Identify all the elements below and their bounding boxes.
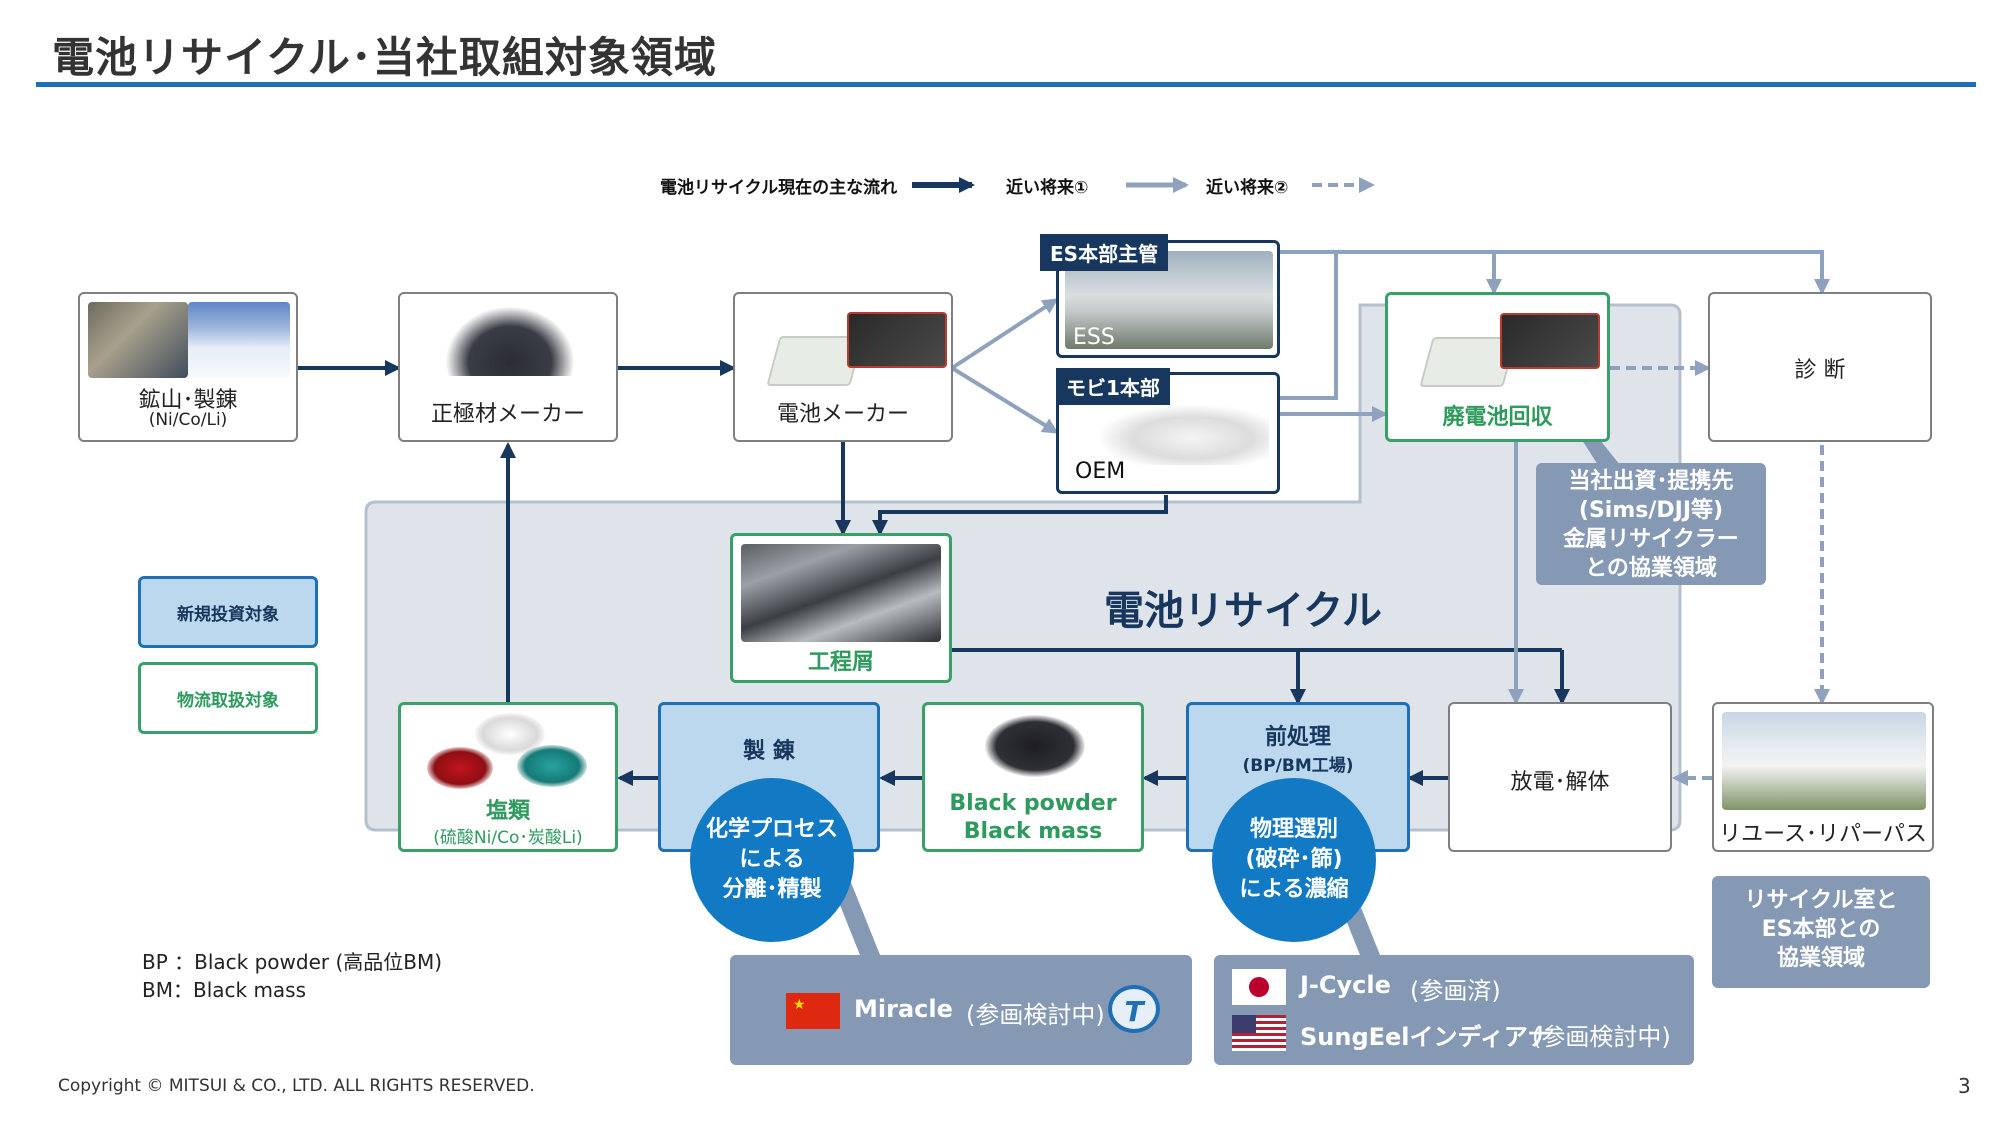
cathode-label: 正極材メーカー [430,402,585,427]
chem-process-circle: 化学プロセス による 分離･精製 [690,778,854,942]
pretreatment-label: 前処理 [1264,725,1331,750]
arrow-battery-oem [950,366,1059,434]
partner-note: 当社出資･提携先 (Sims/DJJ等) 金属リサイクラー との協業領域 [1536,463,1766,585]
node-discharge: 放電･解体 [1448,702,1672,852]
title-rule [36,82,1976,87]
china-flag-icon: ★ [786,993,840,1029]
reuse-image [1722,712,1926,810]
partner-note-line3: 金属リサイクラー [1563,527,1739,552]
arrow-ess-down [1280,250,1338,400]
car-image [1099,405,1269,465]
node-cathode-maker: 正極材メーカー [398,292,618,442]
japan-flag-icon [1232,969,1286,1005]
black-mass-label: Black mass [963,819,1103,844]
discharge-label: 放電･解体 [1510,770,1610,795]
black-mass-image [985,715,1085,777]
partner-note-line2: (Sims/DJJ等) [1578,498,1724,523]
chem-line2: による [739,847,805,872]
node-mining: 鉱山･製錬 (Ni/Co/Li) [78,292,298,442]
copyright: Copyright © MITSUI & CO., LTD. ALL RIGHT… [58,1076,535,1096]
diagnosis-label: 診 断 [1794,358,1846,383]
mining-sub: (Ni/Co/Li) [148,410,228,430]
oem-tag: モビ1本部 [1056,368,1170,405]
jcycle-name: J-Cycle [1300,971,1391,999]
recycle-room-line1: リサイクル室と [1744,888,1898,913]
legend-current-label: 電池リサイクル現在の主な流れ [660,178,898,198]
arrow-ess-top [1280,250,1830,295]
module-image [847,312,947,368]
ess-label: ESS [1073,325,1115,350]
black-powder-label: Black powder [949,791,1117,816]
recycle-room-note: リサイクル室と ES本部との 協業領域 [1712,876,1930,988]
red-salt-image [427,747,493,789]
miracle-name: Miracle [854,995,953,1023]
phys-line1: 物理選別 [1249,817,1338,842]
miracle-logo-icon: T [1108,985,1160,1033]
salts-sub: (硫酸Ni/Co･炭酸Li) [433,828,583,848]
partner-note-line1: 当社出資･提携先 [1568,469,1734,494]
ess-tag: ES本部主管 [1040,234,1169,271]
oem-label: OEM [1075,459,1126,484]
partner-callout-right: J-Cycle (参画済) SungEelインディアナ (参画検討中) [1214,955,1694,1065]
node-reuse: リユース･リパーパス [1712,702,1934,852]
phys-process-circle: 物理選別 (破砕･篩) による濃縮 [1212,778,1376,942]
scrap-label: 工程屑 [807,650,874,675]
sungeel-name: SungEelインディアナ [1300,1023,1552,1051]
mine-image [88,302,188,378]
powder-image [445,306,575,376]
sungeel-status: (参画検討中) [1532,1023,1671,1051]
node-black-mass: Black powder Black mass [922,702,1144,852]
partner-note-pointer [1582,440,1620,465]
page-number: 3 [1958,1074,1971,1098]
node-waste-collection: 廃電池回収 [1385,292,1610,442]
arrow-oem-scrap [872,495,1168,536]
legend-future1-label: 近い将来① [1006,178,1089,198]
mining-label: 鉱山･製錬 [138,388,238,413]
legend-future2-label: 近い将来② [1206,178,1289,198]
recycle-room-line2: ES本部との [1761,917,1881,942]
salt-flat-image [188,302,290,378]
abbrev-bm: BM：Black mass [142,978,307,1002]
miracle-status: (参画検討中) [966,1001,1105,1029]
node-salts: 塩類 (硫酸Ni/Co･炭酸Li) [398,702,618,852]
node-battery-maker: 電池メーカー [733,292,953,442]
arrow-battery-ess [950,298,1059,370]
salts-label: 塩類 [485,799,530,824]
region-label: 電池リサイクル [1104,588,1382,634]
key-logistics: 物流取扱対象 [138,662,318,734]
reuse-label: リユース･リパーパス [1719,822,1927,847]
scrap-image [741,544,941,642]
node-scrap: 工程屑 [730,533,952,683]
chem-line1: 化学プロセス [705,817,838,842]
pretreatment-sub: (BP/BM工場) [1242,756,1354,776]
green-salt-image [517,745,587,787]
recycle-room-line3: 協業領域 [1776,946,1865,971]
us-flag-icon [1232,1015,1286,1051]
page-title: 電池リサイクル･当社取組対象領域 [52,33,717,82]
node-diagnosis: 診 断 [1708,292,1932,442]
jcycle-status: (参画済) [1410,977,1501,1005]
waste-collection-label: 廃電池回収 [1442,405,1553,430]
partner-note-line4: との協業領域 [1585,556,1717,581]
abbrev-bp: BP ：Black powder (高品位BM) [142,950,443,974]
key-new-invest: 新規投資対象 [138,576,318,648]
module-image-2 [1500,313,1600,369]
partner-callout-miracle: ★ Miracle (参画検討中) T [730,955,1192,1065]
chem-line3: 分離･精製 [722,877,822,902]
phys-line3: による濃縮 [1239,877,1349,902]
battery-maker-label: 電池メーカー [776,402,909,427]
phys-line2: (破砕･篩) [1245,847,1343,872]
smelting-label: 製 錬 [743,739,795,764]
